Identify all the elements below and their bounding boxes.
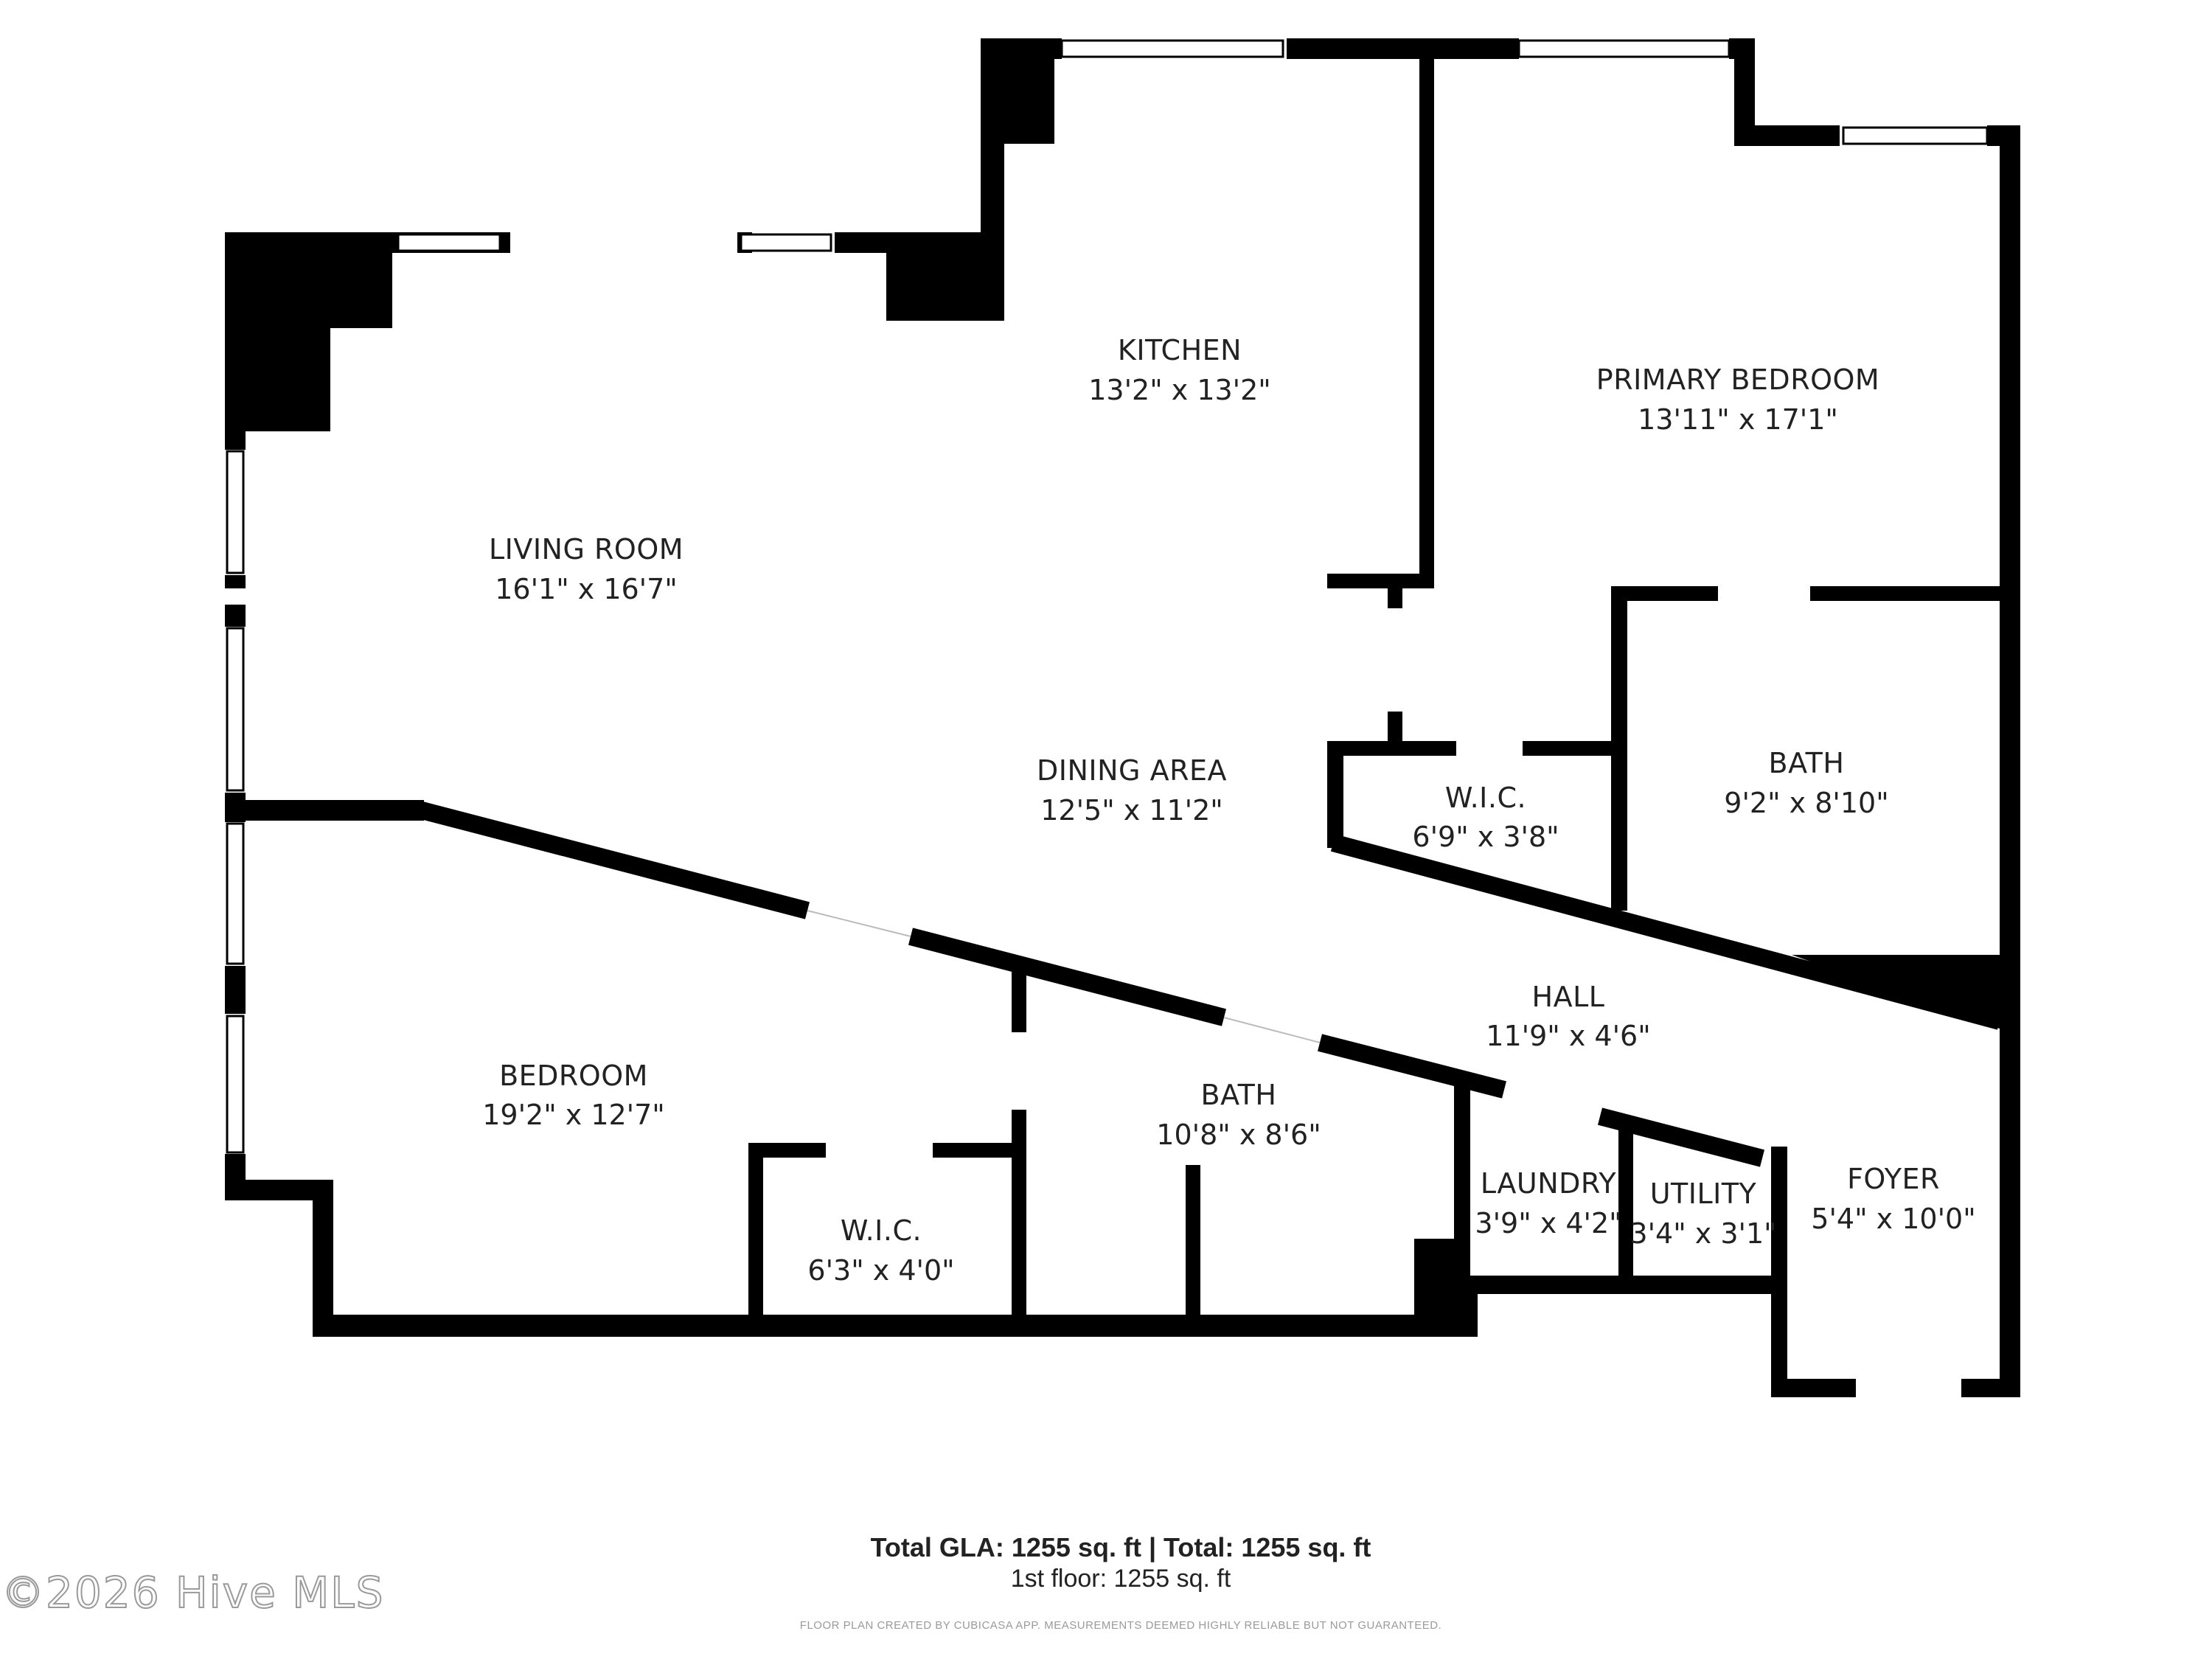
room-primary-bedroom-name: PRIMARY BEDROOM — [1596, 364, 1879, 396]
watermark: ©2026 Hive MLS — [1, 1567, 385, 1618]
room-bedroom-dims: 19'2" x 12'7" — [482, 1099, 665, 1131]
room-living-dims: 16'1" x 16'7" — [495, 573, 678, 605]
room-kitchen-dims: 13'2" x 13'2" — [1088, 374, 1271, 406]
room-bath-primary-name: BATH — [1769, 747, 1845, 779]
room-utility-dims: 3'4" x 3'1" — [1630, 1217, 1776, 1250]
walls — [225, 38, 2020, 1397]
room-dining-name: DINING AREA — [1037, 754, 1227, 787]
room-kitchen-name: KITCHEN — [1118, 334, 1242, 366]
room-bath-primary-dims: 9'2" x 8'10" — [1724, 787, 1888, 819]
room-laundry-dims: 3'9" x 4'2" — [1475, 1207, 1621, 1239]
openings — [807, 910, 1321, 1043]
floor-area: 1st floor: 1255 sq. ft — [1010, 1565, 1231, 1593]
room-hall-name: HALL — [1532, 981, 1605, 1013]
room-hall-dims: 11'9" x 4'6" — [1486, 1020, 1650, 1052]
room-primary-bedroom-dims: 13'11" x 17'1" — [1638, 403, 1838, 436]
total-area: Total GLA: 1255 sq. ft | Total: 1255 sq.… — [870, 1532, 1371, 1562]
room-laundry-name: LAUNDRY — [1481, 1167, 1617, 1200]
disclaimer: FLOOR PLAN CREATED BY CUBICASA APP. MEAS… — [799, 1619, 1442, 1632]
room-bath-name: BATH — [1201, 1079, 1277, 1111]
windows — [226, 39, 1989, 1154]
diagonal-walls — [419, 801, 2003, 1167]
room-utility-name: UTILITY — [1650, 1178, 1757, 1210]
room-wic-primary-name: W.I.C. — [1445, 782, 1526, 814]
room-foyer-name: FOYER — [1847, 1163, 1940, 1195]
room-wic-bedroom-name: W.I.C. — [841, 1214, 922, 1247]
room-wic-bedroom-dims: 6'3" x 4'0" — [807, 1254, 954, 1287]
room-living-name: LIVING ROOM — [489, 533, 684, 566]
room-bath-dims: 10'8" x 8'6" — [1156, 1119, 1321, 1151]
room-dining-dims: 12'5" x 11'2" — [1040, 794, 1223, 827]
room-bedroom-name: BEDROOM — [499, 1060, 648, 1092]
room-foyer-dims: 5'4" x 10'0" — [1811, 1203, 1975, 1235]
room-wic-primary-dims: 6'9" x 3'8" — [1412, 821, 1559, 853]
